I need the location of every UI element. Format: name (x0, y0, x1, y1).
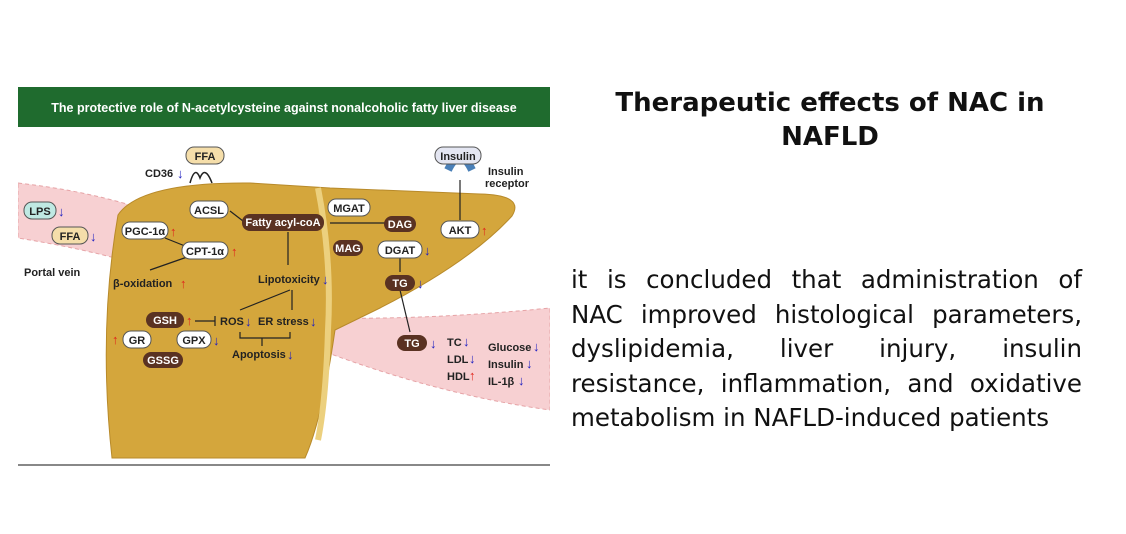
label-tg-liver: TG (392, 278, 407, 290)
down-arrow-icon: ↓ (177, 166, 184, 181)
pill-insulin (434, 146, 482, 165)
label-cd36: CD36 (145, 168, 173, 180)
pill-pgc1a (121, 221, 169, 240)
down-arrow-icon: ↓ (58, 204, 65, 219)
pill-gssg (143, 352, 183, 368)
label-mgat: MGAT (333, 203, 365, 215)
liver-diagram: The protective role of N-acetylcysteine … (17, 87, 551, 466)
pill-gr (122, 330, 152, 349)
label-glucose: Glucose (488, 342, 531, 354)
label-insulin-receptor: Insulin (488, 166, 524, 178)
down-arrow-icon: ↓ (322, 272, 329, 287)
up-arrow-icon: ↑ (170, 224, 177, 239)
label-ffa-vein: FFA (60, 231, 81, 243)
up-arrow-icon: ↑ (481, 223, 488, 238)
down-arrow-icon: ↓ (424, 243, 431, 258)
pill-tg-liver (385, 275, 415, 291)
up-arrow-icon: ↑ (231, 244, 238, 259)
label-fatty-acyl-coa: Fatty acyl-coA (245, 217, 320, 229)
label-beta-oxidation: β-oxidation (113, 278, 173, 290)
label-gsh: GSH (153, 315, 177, 327)
up-arrow-icon: ↑ (180, 276, 187, 291)
pill-mag (333, 240, 363, 256)
label-dag: DAG (388, 219, 412, 231)
label-ffa-top: FFA (195, 151, 216, 163)
label-acsl: ACSL (194, 205, 224, 217)
label-il1b: IL-1β (488, 376, 515, 388)
down-arrow-icon: ↓ (245, 314, 252, 329)
pill-fatty-acyl-coa (242, 214, 324, 231)
up-arrow-icon: ↑ (186, 313, 193, 328)
label-gssg: GSSG (147, 355, 179, 367)
pill-tg-blood (397, 335, 427, 351)
pill-dgat (377, 240, 423, 259)
pill-gsh (146, 312, 184, 328)
down-arrow-icon: ↓ (417, 276, 424, 291)
label-insulin-blood: Insulin (488, 359, 524, 371)
label-mag: MAG (335, 243, 361, 255)
label-insulin-receptor-2: receptor (485, 178, 530, 190)
pill-ffa-vein (51, 226, 89, 245)
label-portal-vein: Portal vein (24, 267, 81, 279)
label-gr: GR (129, 335, 146, 347)
label-dgat: DGAT (385, 245, 416, 257)
down-arrow-icon: ↓ (469, 351, 476, 366)
pill-akt (440, 220, 480, 239)
nafld-figure: The protective role of N-acetylcysteine … (17, 85, 551, 467)
conclusion-text: it is concluded that administration of N… (571, 265, 1082, 432)
down-arrow-icon: ↓ (463, 334, 470, 349)
label-tc: TC (447, 337, 462, 349)
label-apoptosis: Apoptosis (232, 349, 286, 361)
down-arrow-icon: ↓ (526, 356, 533, 371)
figure-header-bar (18, 87, 550, 127)
label-ros: ROS (220, 316, 244, 328)
label-lps: LPS (29, 206, 50, 218)
pill-acsl (189, 200, 229, 219)
label-cpt1a: CPT-1α (186, 246, 224, 258)
down-arrow-icon: ↓ (430, 336, 437, 351)
pill-lps (23, 201, 57, 220)
label-akt: AKT (449, 225, 472, 237)
label-pgc1a: PGC-1α (125, 226, 166, 238)
down-arrow-icon: ↓ (518, 373, 525, 388)
label-hdl: HDL (447, 371, 470, 383)
down-arrow-icon: ↓ (287, 347, 294, 362)
slide-title: Therapeutic effects of NAC in NAFLD (615, 88, 1045, 152)
down-arrow-icon: ↓ (213, 333, 220, 348)
pill-mgat (327, 198, 371, 217)
label-lipotoxicity: Lipotoxicity (258, 274, 321, 286)
pill-gpx (176, 330, 212, 349)
label-ldl: LDL (447, 354, 469, 366)
label-gpx: GPX (182, 335, 206, 347)
up-arrow-icon: ↑ (469, 368, 476, 383)
up-arrow-icon: ↑ (112, 332, 119, 347)
pill-cpt1a (181, 241, 229, 260)
label-tg-blood: TG (404, 338, 419, 350)
down-arrow-icon: ↓ (90, 229, 97, 244)
figure-header: The protective role of N-acetylcysteine … (51, 101, 516, 115)
label-insulin-top: Insulin (440, 151, 476, 163)
pill-ffa-top (185, 146, 225, 165)
down-arrow-icon: ↓ (533, 339, 540, 354)
cd36-transporter-icon (189, 171, 213, 184)
down-arrow-icon: ↓ (310, 314, 317, 329)
pill-dag (384, 216, 416, 232)
liver-lobe-divider (315, 187, 332, 441)
label-er-stress: ER stress (258, 316, 309, 328)
